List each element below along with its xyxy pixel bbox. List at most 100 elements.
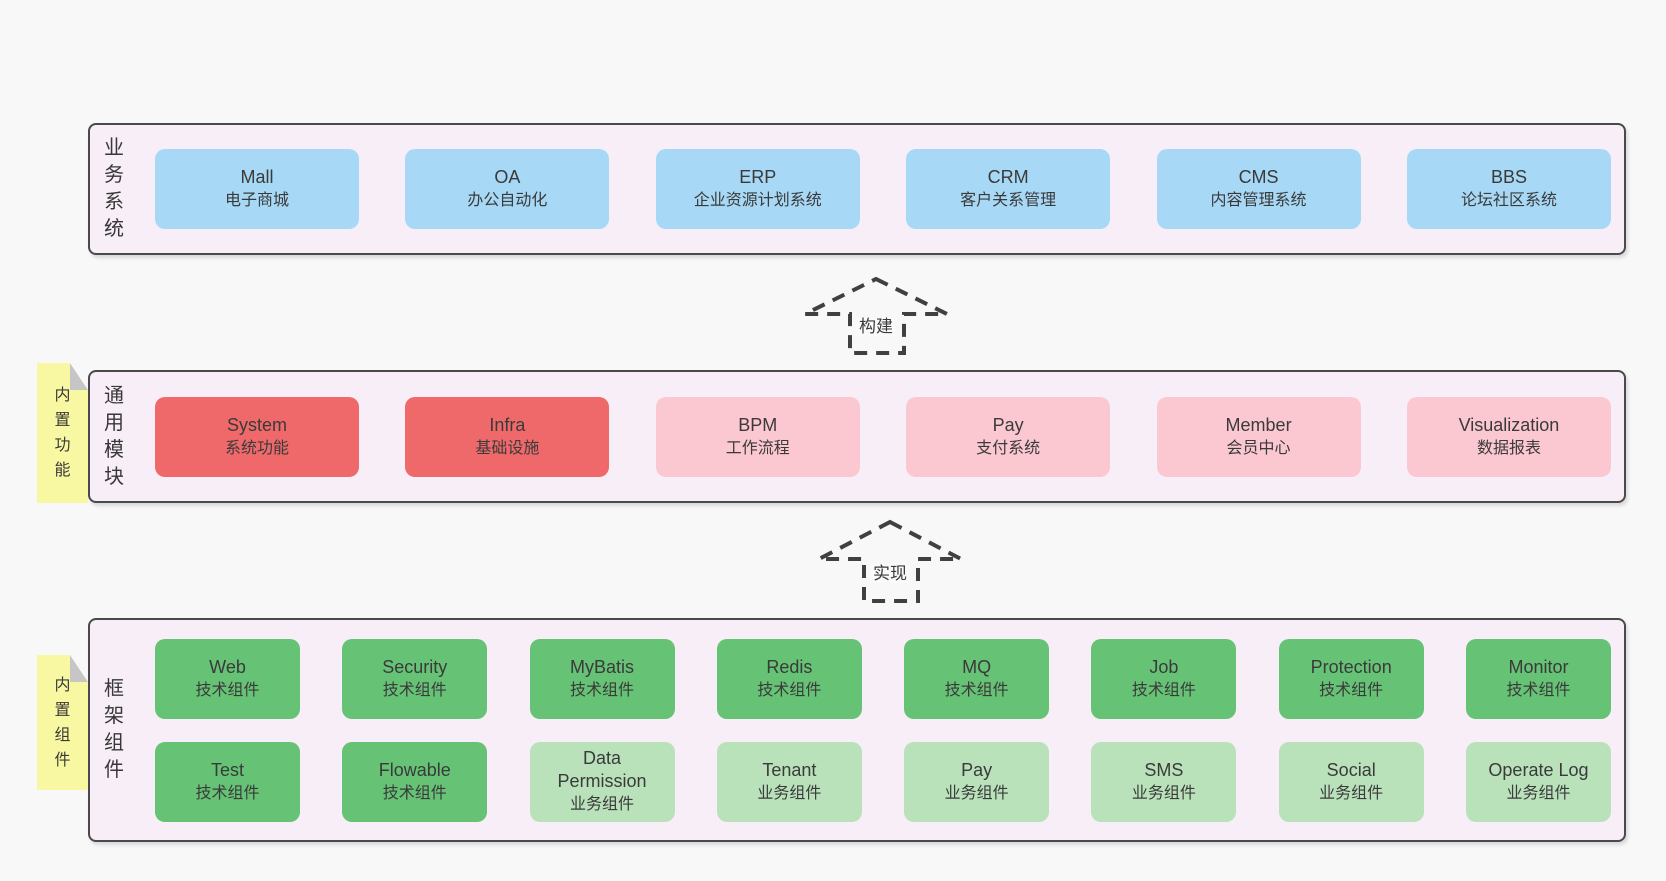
box-subtitle: 技术组件 <box>757 681 822 699</box>
box-visualization: Visualization 数据报表 <box>1406 396 1611 477</box>
box-title: OA <box>494 167 521 187</box>
box-web: Web 技术组件 <box>155 638 300 719</box>
box-subtitle: 工作流程 <box>725 439 790 457</box>
box-subtitle: 系统功能 <box>224 439 289 457</box>
box-title: Test <box>210 759 244 780</box>
box-title: Operate Log <box>1488 759 1589 780</box>
box-mybatis: MyBatis 技术组件 <box>529 638 675 719</box>
box-test: Test 技术组件 <box>155 741 300 822</box>
box-flowable: Flowable 技术组件 <box>342 741 488 822</box>
box-job: Job 技术组件 <box>1091 638 1237 719</box>
box-subtitle: 技术组件 <box>1506 681 1571 699</box>
box-title: Infra <box>489 414 526 435</box>
box-title: System <box>226 414 287 435</box>
layer-label-business-systems: 业务系统 <box>104 137 124 240</box>
box-subtitle: 技术组件 <box>944 681 1009 699</box>
box-subtitle: 业务组件 <box>570 796 635 813</box>
box-subtitle: 基础设施 <box>475 439 540 457</box>
box-title: ERP <box>739 167 777 187</box>
dashed-up-arrow-icon <box>818 519 962 603</box>
box-title: Member <box>1225 414 1292 435</box>
box-title: Data Permission <box>557 748 647 791</box>
layer-business-systems: 业务系统 Mall 电子商城 OA 办公自动化 ERP 企业资源计划系统 CRM… <box>88 123 1626 255</box>
box-bbs: BBS 论坛社区系统 <box>1406 149 1611 229</box>
arrow-label-text: 构建 <box>856 317 896 336</box>
box-pay-module: Pay 支付系统 <box>906 396 1111 477</box>
box-title: MyBatis <box>570 656 635 677</box>
box-subtitle: 办公自动化 <box>467 192 548 209</box>
box-subtitle: 企业资源计划系统 <box>693 192 822 209</box>
box-sms: SMS 业务组件 <box>1091 741 1237 822</box>
box-subtitle: 内容管理系统 <box>1210 192 1307 209</box>
layer-common-modules: 通用模块 System 系统功能 Infra 基础设施 BPM 工作流程 Pay… <box>88 370 1626 503</box>
note-folded-corner <box>70 655 88 682</box>
box-cms: CMS 内容管理系统 <box>1156 149 1361 229</box>
component-row-2: Test 技术组件 Flowable 技术组件 Data Permission … <box>155 741 1611 822</box>
sticky-note-text: 内置功能 <box>54 387 71 479</box>
box-mall: Mall 电子商城 <box>155 149 359 229</box>
box-title: Visualization <box>1458 414 1560 435</box>
box-subtitle: 技术组件 <box>382 784 447 802</box>
box-title: Web <box>209 656 246 677</box>
arrow-label-implement: 实现 <box>815 559 965 584</box>
box-subtitle: 业务组件 <box>757 784 822 802</box>
box-title: CRM <box>987 167 1029 187</box>
layer-content: Web 技术组件 Security 技术组件 MyBatis 技术组件 Redi… <box>155 638 1611 822</box>
box-protection: Protection 技术组件 <box>1278 638 1424 719</box>
box-tenant: Tenant 业务组件 <box>716 741 862 822</box>
box-system: System 系统功能 <box>155 396 359 477</box>
box-title: BBS <box>1490 167 1527 187</box>
box-title: BPM <box>738 414 778 435</box>
layer-label-common-modules: 通用模块 <box>104 384 124 488</box>
box-subtitle: 技术组件 <box>382 681 447 699</box>
box-subtitle: 支付系统 <box>976 439 1041 457</box>
box-oa: OA 办公自动化 <box>405 149 610 229</box>
box-title: Pay <box>961 759 993 780</box>
box-subtitle: 业务组件 <box>1506 784 1571 802</box>
layer-content: System 系统功能 Infra 基础设施 BPM 工作流程 Pay 支付系统… <box>155 396 1611 477</box>
box-subtitle: 会员中心 <box>1226 439 1291 457</box>
box-title: MQ <box>962 656 992 677</box>
box-title: Flowable <box>378 759 451 780</box>
layer-framework-components: 框架组件 Web 技术组件 Security 技术组件 MyBatis 技术组件… <box>88 618 1626 842</box>
box-subtitle: 业务组件 <box>1131 784 1196 802</box>
up-arrow-implement: 实现 <box>815 519 965 604</box>
box-title: SMS <box>1144 759 1184 780</box>
note-folded-corner <box>70 363 88 390</box>
up-arrow-build: 构建 <box>801 276 951 356</box>
box-social: Social 业务组件 <box>1278 741 1424 822</box>
box-title: Protection <box>1310 656 1392 677</box>
box-operate-log: Operate Log 业务组件 <box>1465 741 1611 822</box>
dashed-up-arrow-icon <box>804 276 948 355</box>
box-subtitle: 业务组件 <box>1319 784 1384 802</box>
sticky-note-text: 内置组件 <box>54 676 71 769</box>
box-title: Social <box>1326 759 1376 780</box>
box-title: Monitor <box>1508 656 1569 677</box>
box-member: Member 会员中心 <box>1156 396 1361 477</box>
layer-content: Mall 电子商城 OA 办公自动化 ERP 企业资源计划系统 CRM 客户关系… <box>155 149 1611 229</box>
box-data-permission: Data Permission 业务组件 <box>529 741 675 822</box>
box-subtitle: 技术组件 <box>570 681 635 699</box>
box-title: Mall <box>240 167 274 187</box>
box-subtitle: 技术组件 <box>1131 681 1196 699</box>
box-title: Pay <box>992 414 1024 435</box>
box-monitor: Monitor 技术组件 <box>1465 638 1611 719</box>
box-subtitle: 技术组件 <box>1319 681 1384 699</box>
box-infra: Infra 基础设施 <box>405 396 610 477</box>
box-bpm: BPM 工作流程 <box>655 396 860 477</box>
sticky-note-built-in-components: 内置组件 <box>37 655 88 790</box>
box-pay-component: Pay 业务组件 <box>904 741 1050 822</box>
box-subtitle: 技术组件 <box>195 681 260 699</box>
box-erp: ERP 企业资源计划系统 <box>655 149 860 229</box>
arrow-label-build: 构建 <box>801 312 951 337</box>
layer-label-framework-components: 框架组件 <box>104 678 124 781</box>
box-subtitle: 业务组件 <box>944 784 1009 802</box>
box-mq: MQ 技术组件 <box>904 638 1050 719</box>
box-title: Tenant <box>762 759 817 780</box>
box-security: Security 技术组件 <box>342 638 488 719</box>
box-title: Security <box>382 656 448 677</box>
box-subtitle: 技术组件 <box>195 784 260 802</box>
box-subtitle: 数据报表 <box>1476 439 1541 457</box>
box-redis: Redis 技术组件 <box>716 638 862 719</box>
box-title: CMS <box>1238 167 1279 187</box>
